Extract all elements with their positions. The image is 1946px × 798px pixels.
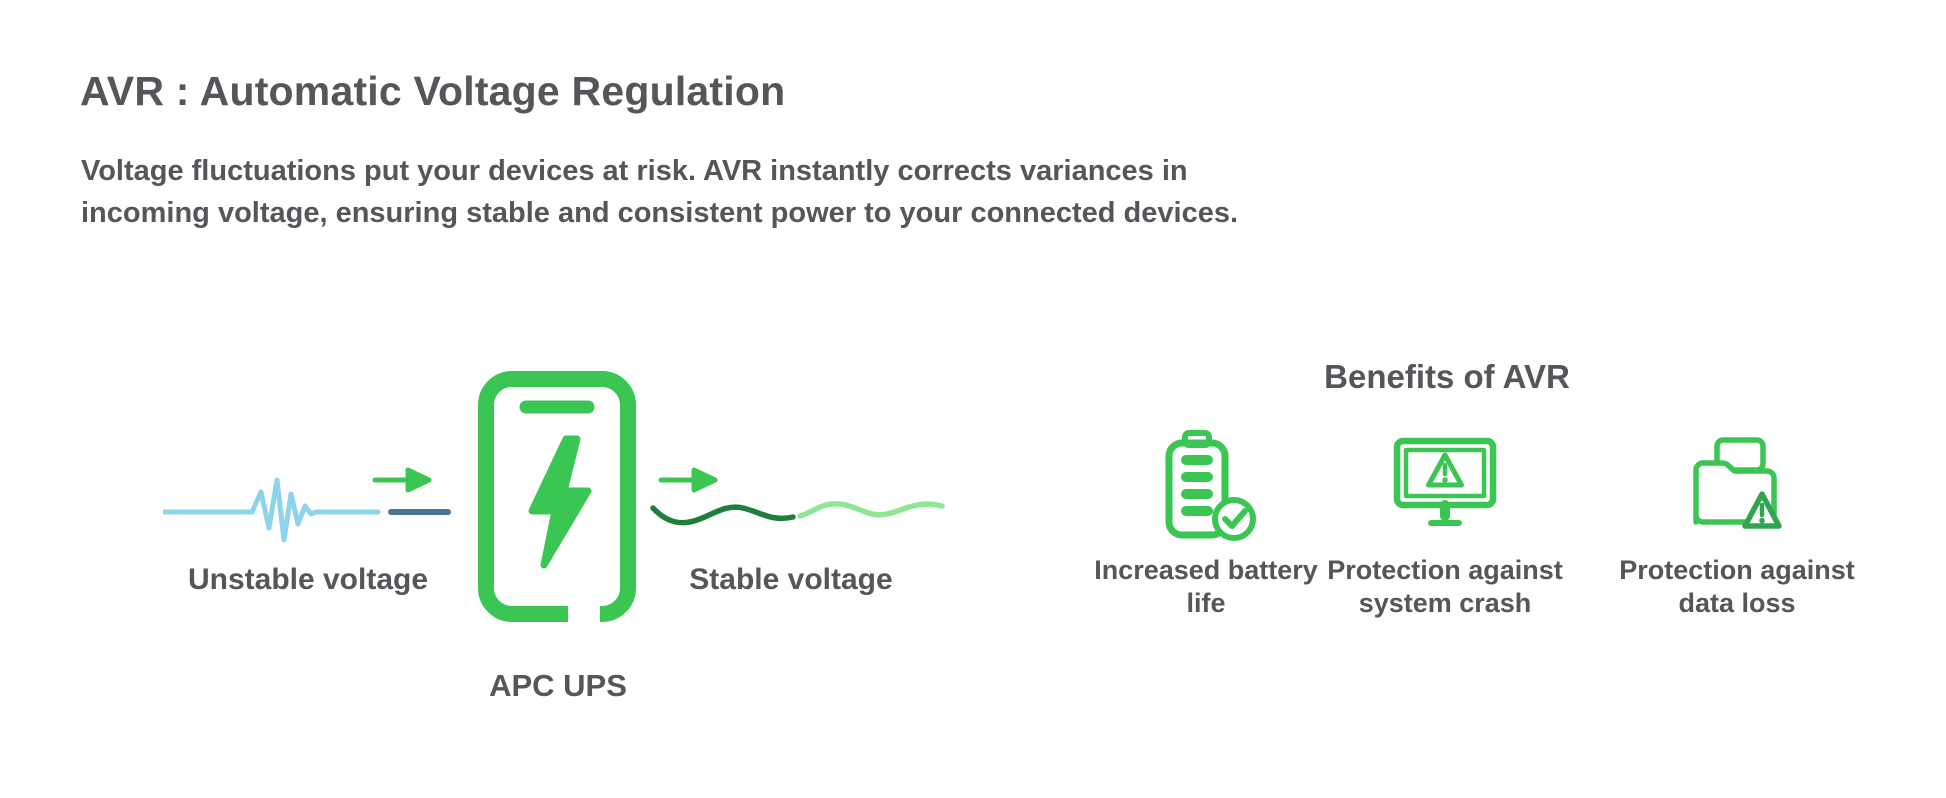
- benefit-item-system-crash: Protection against system crash: [1301, 430, 1589, 620]
- description-line-1: Voltage fluctuations put your devices at…: [81, 155, 1188, 187]
- arrow-head: [405, 467, 432, 493]
- monitor-screen: [1403, 447, 1487, 499]
- unstable-wave-line: [163, 477, 381, 542]
- battery-check-icon: [1156, 430, 1256, 542]
- battery-charge-bars: [1181, 455, 1213, 516]
- benefit-label: Protection against system crash: [1327, 555, 1563, 618]
- description-line-2: incoming voltage, ensuring stable and co…: [81, 197, 1239, 229]
- ups-body-outline: [478, 371, 636, 622]
- benefit-item-data-loss: Protection against data loss: [1593, 430, 1881, 620]
- warning-triangle: [1426, 452, 1464, 488]
- arrow-right-icon: [658, 467, 718, 493]
- unstable-waveform-icon: [163, 477, 451, 542]
- page-description: Voltage fluctuations put your devices at…: [81, 150, 1238, 234]
- stable-wave-light: [797, 501, 945, 519]
- check-mark: [1222, 508, 1248, 529]
- arrow-right-icon: [372, 467, 432, 493]
- battery-body: [1165, 439, 1229, 539]
- arrow-head: [691, 467, 718, 493]
- check-circle: [1212, 497, 1256, 541]
- benefits-heading: Benefits of AVR: [1324, 358, 1570, 395]
- benefit-item-battery-life: Increased battery life: [1090, 430, 1322, 620]
- monitor-warning-icon: [1393, 430, 1497, 542]
- unstable-voltage-label: Unstable voltage: [187, 563, 429, 596]
- ups-device-icon: [478, 371, 636, 624]
- folder-warning-icon: [1687, 430, 1787, 542]
- stable-wave-dark: [650, 504, 796, 526]
- benefit-label: Protection against data loss: [1619, 555, 1855, 618]
- lightning-bolt-icon: [528, 435, 592, 569]
- ups-outline-gap: [568, 597, 600, 624]
- page-title: AVR : Automatic Voltage Regulation: [80, 68, 786, 114]
- stable-waveform-icon: [650, 501, 945, 526]
- stable-voltage-label: Stable voltage: [689, 563, 893, 596]
- apc-ups-label: APC UPS: [489, 668, 627, 703]
- benefit-label: Increased battery life: [1094, 555, 1318, 618]
